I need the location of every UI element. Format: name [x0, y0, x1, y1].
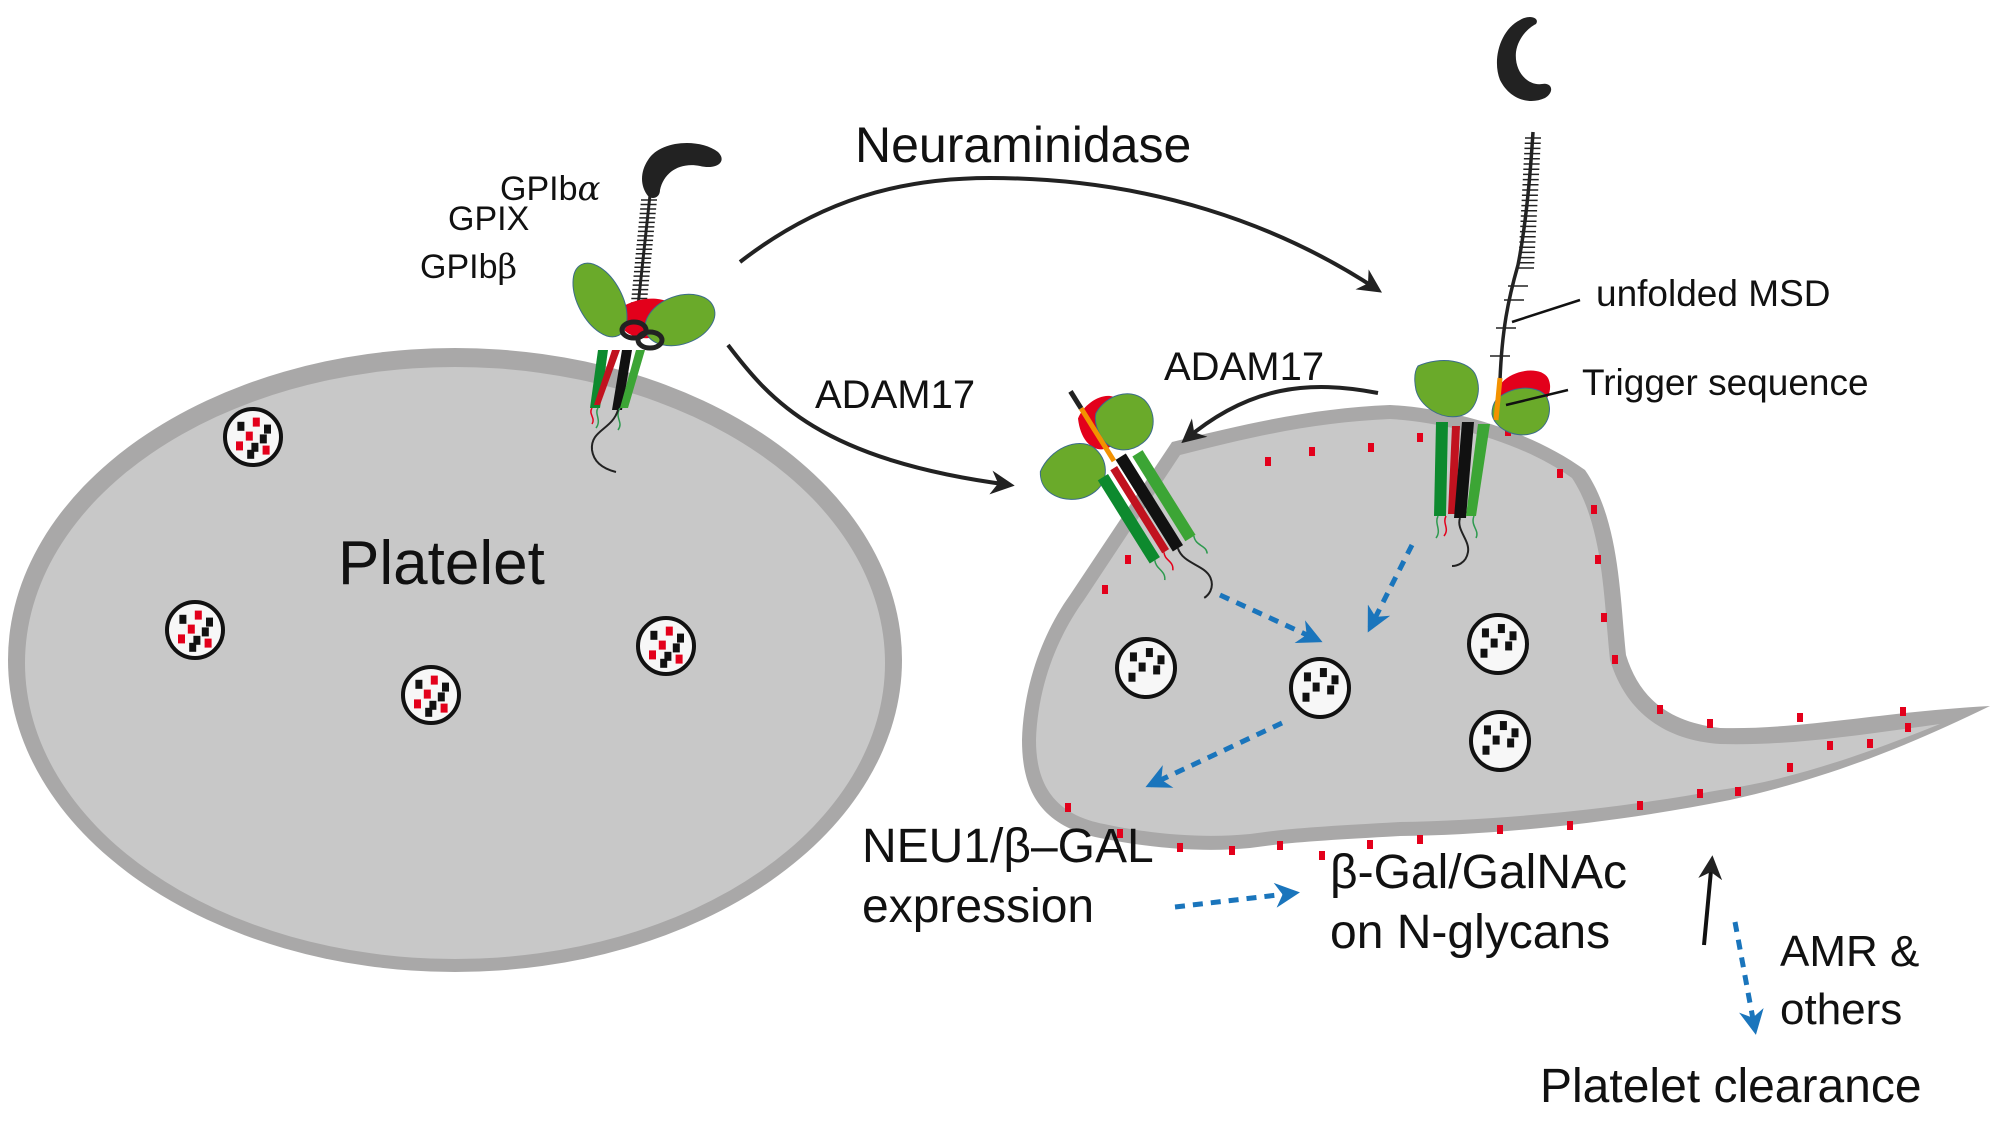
glycan-marker [1497, 825, 1503, 834]
glycan-marker [1591, 505, 1597, 514]
platelet-clearance-label: Platelet clearance [1540, 1060, 1922, 1113]
glycan-marker [1827, 741, 1833, 750]
gpib-beta-lobe-right [644, 293, 716, 347]
glycan-marker [1117, 829, 1123, 838]
glycan-marker [1697, 789, 1703, 798]
gpib-ix-complex-shed [1039, 390, 1213, 599]
resting-platelet-granules [165, 407, 696, 725]
glycan-marker [1125, 555, 1131, 564]
glycan-marker [1367, 840, 1373, 849]
neu1-label-line2: expression [862, 880, 1094, 933]
mucin-domain-glycans-unfolded [1490, 137, 1541, 357]
adam17-label-right: ADAM17 [1164, 345, 1324, 389]
adam17-arrow-from-unfolded [1181, 385, 1379, 444]
granule-resting [636, 616, 696, 676]
glycan-marker [1309, 447, 1315, 456]
unfolded-msd-leader [1511, 298, 1581, 324]
granule-activated [1467, 613, 1529, 675]
granule-activated [1115, 637, 1177, 699]
granule-resting [165, 600, 225, 660]
glycan-marker [1265, 457, 1271, 466]
gpib-alpha-lbd-icon [642, 142, 722, 198]
glycan-marker [1735, 787, 1741, 796]
platelet-label: Platelet [338, 529, 545, 598]
granule-resting [401, 665, 461, 725]
glycan-marker [1637, 801, 1643, 810]
signaling-arrows [1145, 543, 1764, 1035]
bgal-label-line1: β-Gal/GalNAc [1330, 846, 1627, 899]
glycan-marker [1601, 613, 1607, 622]
glycan-marker [1595, 555, 1601, 564]
glycan-marker [1567, 821, 1573, 830]
amr-label-line2: others [1780, 985, 1902, 1034]
gpib-alpha-lbd-unfolded-icon [1496, 17, 1552, 101]
unfolded-msd-label: unfolded MSD [1596, 273, 1830, 314]
glycan-marker [1177, 843, 1183, 852]
resting-platelet [8, 348, 902, 972]
glycan-marker [1557, 469, 1563, 478]
amr-label-line1: AMR & [1780, 927, 1919, 976]
gpib-ix-complex-resting [572, 142, 722, 473]
neuraminidase-arrow [738, 175, 1383, 293]
glycan-marker [1867, 739, 1873, 748]
glycan-marker [1707, 719, 1713, 728]
gpib-ix-complex-unfolded [1414, 17, 1552, 567]
resting-platelet-body [25, 367, 885, 959]
glycan-marker [1277, 841, 1283, 850]
glycan-marker [1612, 655, 1618, 664]
glycan-marker [1797, 713, 1803, 722]
glycan-marker [1900, 707, 1906, 716]
granule-activated [1469, 710, 1531, 772]
neuraminidase-label: Neuraminidase [855, 117, 1191, 173]
gpib-beta-label: GPIbβ [420, 247, 517, 287]
gpib-beta-lobe-left [572, 262, 628, 338]
granule-resting [223, 407, 283, 467]
gpib-alpha-label: GPIbα [500, 169, 600, 209]
glycan-marker [1417, 433, 1423, 442]
glycan-marker [1417, 835, 1423, 844]
gpix-label: GPIX [448, 200, 529, 238]
trigger-sequence-leader [1505, 388, 1569, 407]
clearance-up-arrow [1698, 855, 1723, 946]
glycan-marker [1787, 763, 1793, 772]
glycan-marker [1065, 803, 1071, 812]
glycan-marker [1229, 846, 1235, 855]
adam17-arrow-from-resting [726, 343, 1015, 495]
glycan-marker [1102, 585, 1108, 594]
bgal-label-line2: on N-glycans [1330, 906, 1610, 959]
trigger-sequence-label: Trigger sequence [1582, 362, 1869, 403]
glycan-marker [1319, 851, 1325, 860]
glycan-marker [1657, 705, 1663, 714]
glycan-marker [1905, 723, 1911, 732]
adam17-label-left: ADAM17 [815, 373, 975, 417]
granule-activated [1289, 657, 1351, 719]
glycan-marker [1368, 443, 1374, 452]
neu1-label-line1: NEU1/β–GAL [862, 820, 1154, 873]
activated-platelet-granules [1115, 613, 1531, 772]
trigger-sequence-segment [1493, 377, 1503, 421]
